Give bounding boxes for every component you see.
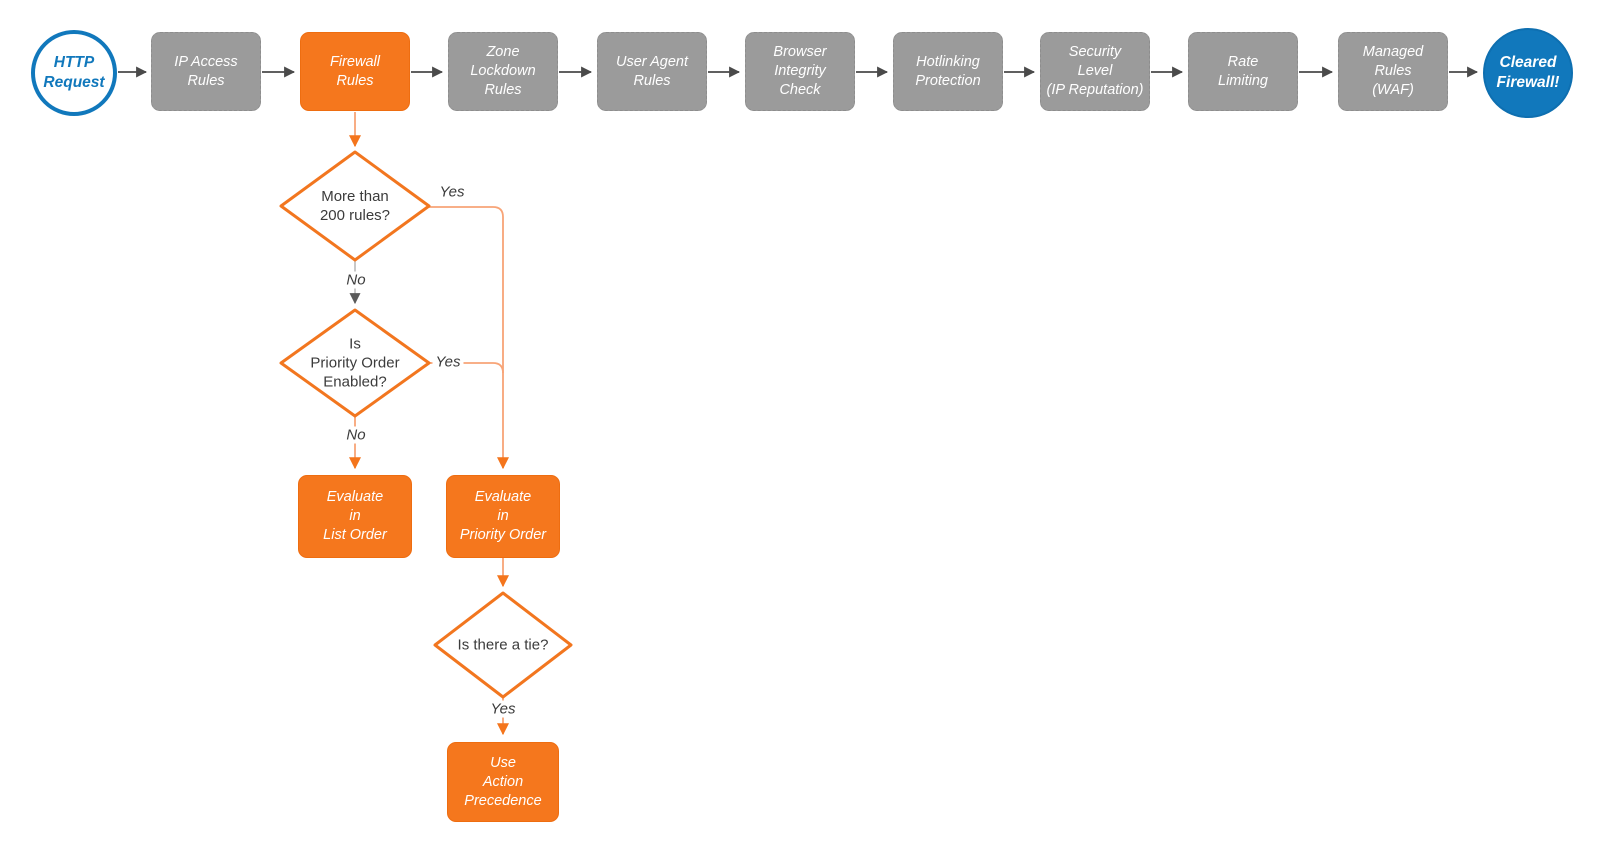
node-cleared-firewall: Cleared Firewall! — [1483, 28, 1573, 118]
node-label: Security Level (IP Reputation) — [1046, 44, 1144, 98]
node-firewall-rules: Firewall Rules — [300, 32, 410, 111]
edge-label-decision-2-no: No — [343, 426, 369, 444]
node-label: HTTP Request — [43, 54, 105, 91]
decision-more-than-200-rules-shape — [279, 150, 431, 262]
node-label: Use Action Precedence — [464, 754, 542, 809]
node-evaluate-in-priority-order: Evaluate in Priority Order — [446, 475, 560, 558]
decision-more-than-200-rules-label: More than 200 rules? — [319, 188, 391, 224]
node-label: Zone Lockdown Rules — [470, 44, 536, 98]
node-ip-access-rules: IP Access Rules — [151, 32, 261, 111]
node-label: Firewall Rules — [330, 53, 380, 89]
edge-label-decision-1-yes: Yes — [436, 183, 468, 201]
edge-decision-1-yes — [429, 206, 509, 470]
node-hotlinking-protection: Hotlinking Protection — [893, 32, 1003, 111]
node-zone-lockdown-rules: Zone Lockdown Rules — [448, 32, 558, 111]
edge-decision-2-yes — [429, 362, 504, 374]
node-label: Evaluate in List Order — [323, 489, 387, 543]
node-label: Rate Limiting — [1218, 53, 1268, 89]
node-label: Evaluate in Priority Order — [459, 489, 547, 543]
node-browser-integrity-check: Browser Integrity Check — [745, 32, 855, 111]
edge-label-decision-1-no: No — [343, 271, 369, 289]
decision-priority-order-enabled-label: Is Priority Order Enabled? — [310, 335, 400, 391]
node-managed-rules-waf: Managed Rules (WAF) — [1338, 32, 1448, 111]
node-label: Cleared Firewall! — [1496, 54, 1560, 91]
node-label: IP Access Rules — [174, 53, 238, 89]
decision-is-there-a-tie-label: Is there a tie? — [457, 636, 549, 654]
node-security-level-ip-reputation: Security Level (IP Reputation) — [1040, 32, 1150, 111]
node-rate-limiting: Rate Limiting — [1188, 32, 1298, 111]
decision-priority-order-enabled-shape — [279, 308, 431, 418]
node-label: Browser Integrity Check — [773, 44, 827, 98]
edge-label-decision-3-yes: Yes — [487, 700, 519, 718]
node-evaluate-in-list-order: Evaluate in List Order — [298, 475, 412, 558]
node-label: User Agent Rules — [616, 53, 688, 89]
node-label: Hotlinking Protection — [915, 53, 981, 89]
node-user-agent-rules: User Agent Rules — [597, 32, 707, 111]
node-use-action-precedence: Use Action Precedence — [447, 742, 559, 822]
edge-label-decision-2-yes: Yes — [432, 353, 464, 371]
node-label: Managed Rules (WAF) — [1362, 44, 1424, 98]
decision-is-there-a-tie-shape — [433, 591, 573, 699]
node-http-request: HTTP Request — [31, 30, 117, 116]
